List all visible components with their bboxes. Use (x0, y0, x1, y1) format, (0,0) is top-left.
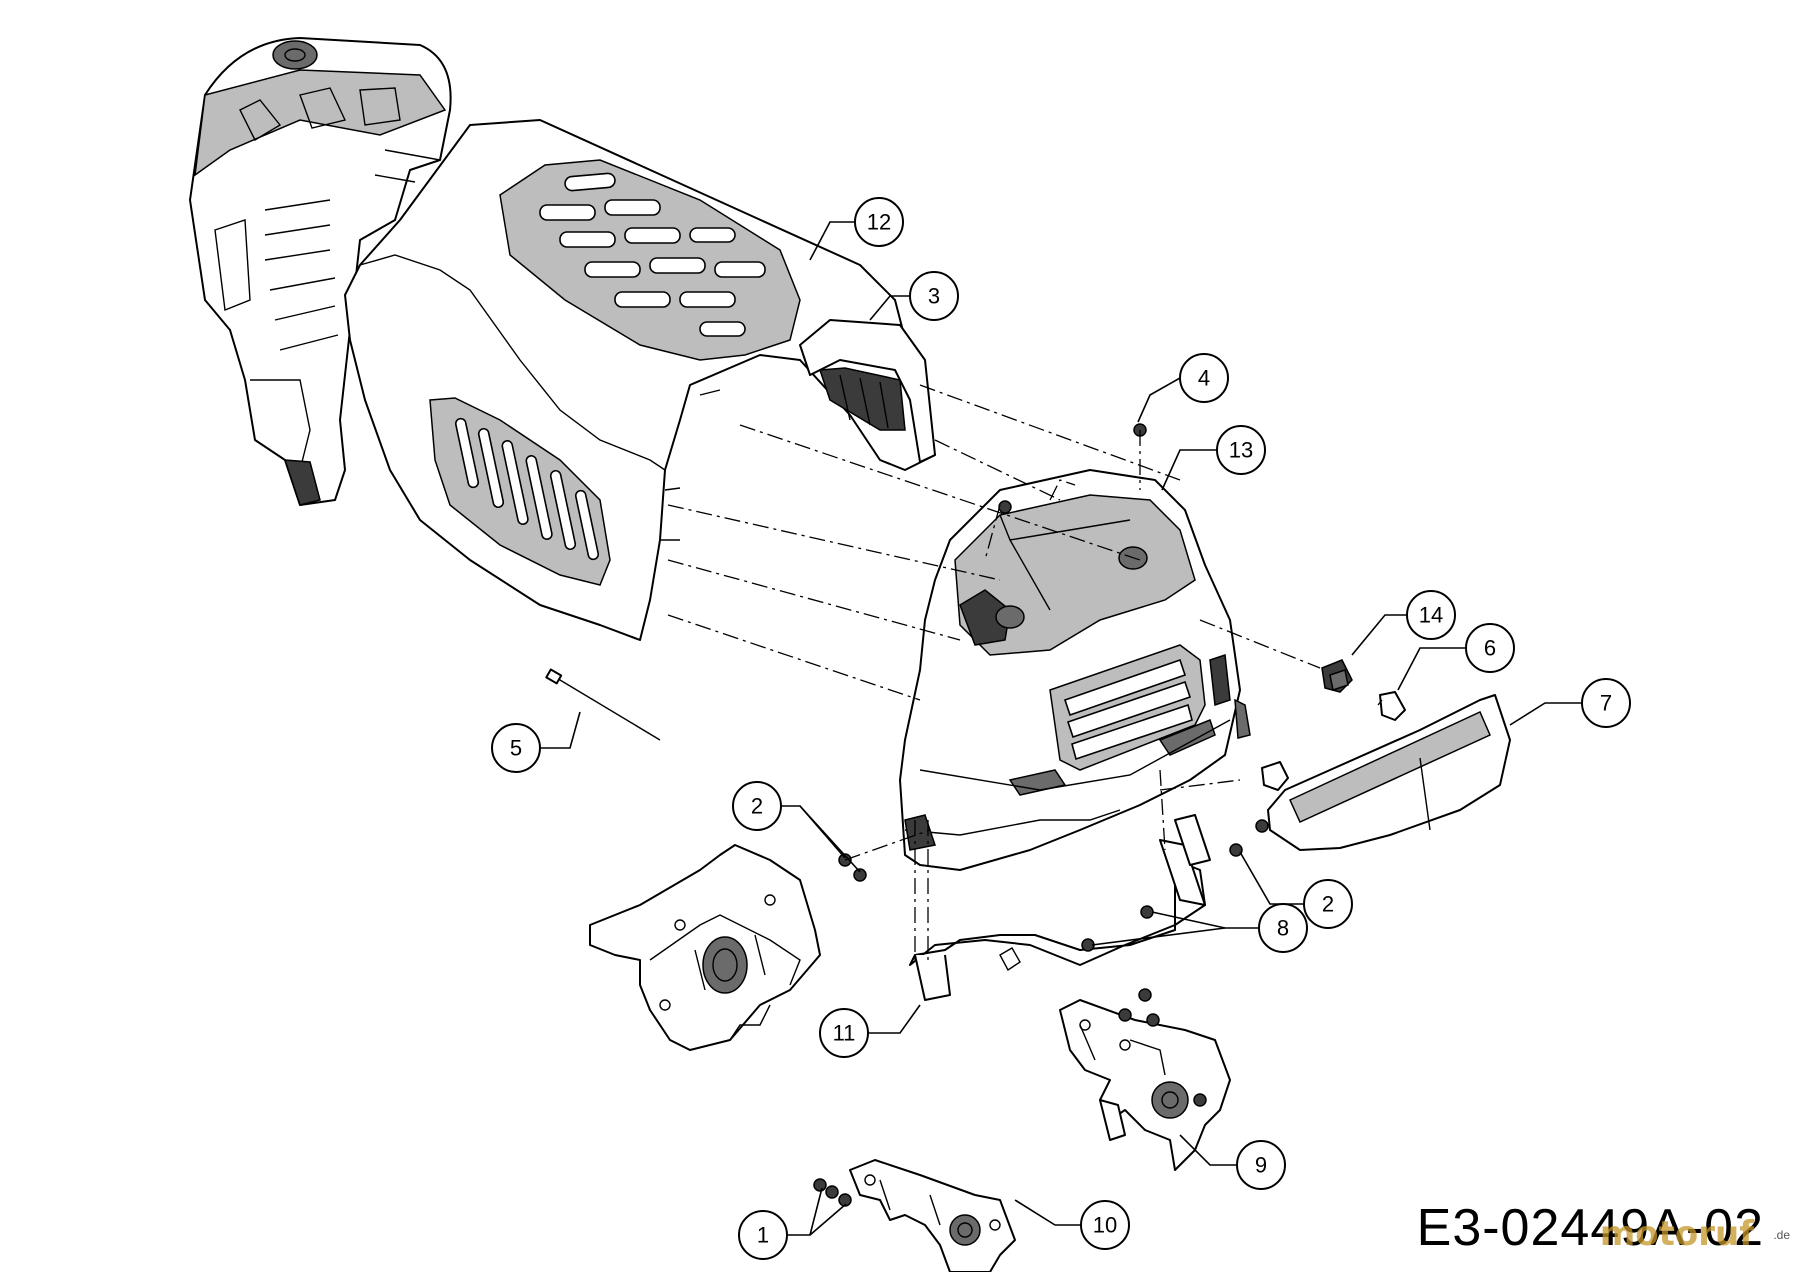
callout-1: 1 (738, 1210, 788, 1260)
screw-part-9 (1118, 988, 1160, 1027)
callout-10: 10 (1080, 1200, 1130, 1250)
bulb-socket-part (1321, 659, 1353, 693)
screw-part-2a (838, 853, 867, 882)
dash-panel-part (189, 37, 488, 506)
callout-2-left: 2 (732, 781, 782, 831)
callout-label: 11 (833, 1021, 856, 1046)
callout-leaders (540, 221, 1582, 1236)
assembly-lines (667, 384, 1321, 960)
screw-part-2b (1229, 819, 1269, 857)
callout-5: 5 (491, 723, 541, 773)
callout-8: 8 (1258, 903, 1308, 953)
callout-11: 11 (819, 1008, 869, 1058)
callout-label: 4 (1198, 366, 1210, 391)
callout-label: 8 (1277, 916, 1289, 941)
nut-part-4b (998, 500, 1012, 514)
callout-6: 6 (1465, 623, 1515, 673)
callout-14: 14 (1406, 590, 1456, 640)
pivot-bracket-right-part (1059, 999, 1231, 1171)
front-bumper-part (1267, 694, 1511, 851)
callout-label: 6 (1484, 636, 1496, 661)
callout-label: 1 (757, 1223, 769, 1248)
hood-top-vent-slots (539, 172, 766, 337)
callout-9: 9 (1236, 1140, 1286, 1190)
watermark-logo: motoruf (1599, 1214, 1754, 1254)
drawing-code-label: E3-02449A-02 (1416, 1199, 1764, 1257)
callout-label: 3 (928, 284, 940, 309)
callout-13: 13 (1216, 425, 1266, 475)
headlight-bulb-part (1261, 691, 1406, 791)
callout-label: 10 (1093, 1213, 1117, 1238)
callout-label: 12 (867, 210, 891, 235)
callout-label: 9 (1255, 1153, 1267, 1178)
callout-12: 12 (854, 197, 904, 247)
grille-part (899, 469, 1251, 871)
callout-2-right: 2 (1303, 879, 1353, 929)
callout-3: 3 (909, 271, 959, 321)
hood-side-vent-slots (454, 417, 600, 561)
watermark-suffix: .de (1773, 1228, 1790, 1242)
callout-label: 2 (751, 794, 763, 819)
grille-bracket-part (909, 814, 1211, 1001)
hood-part (344, 119, 936, 641)
callout-label: 13 (1229, 438, 1253, 463)
callout-label: 2 (1322, 892, 1334, 917)
hood-support-part (799, 319, 936, 463)
cable-tie-part (545, 668, 661, 741)
callout-4: 4 (1179, 353, 1229, 403)
callout-label: 7 (1600, 691, 1612, 716)
left-mount-bracket-part (589, 844, 821, 1051)
callout-7: 7 (1581, 678, 1631, 728)
callout-label: 5 (510, 736, 522, 761)
callout-label: 14 (1419, 603, 1443, 628)
bolt-part-1 (813, 1178, 852, 1207)
pivot-bracket-left-part (849, 1159, 1016, 1272)
